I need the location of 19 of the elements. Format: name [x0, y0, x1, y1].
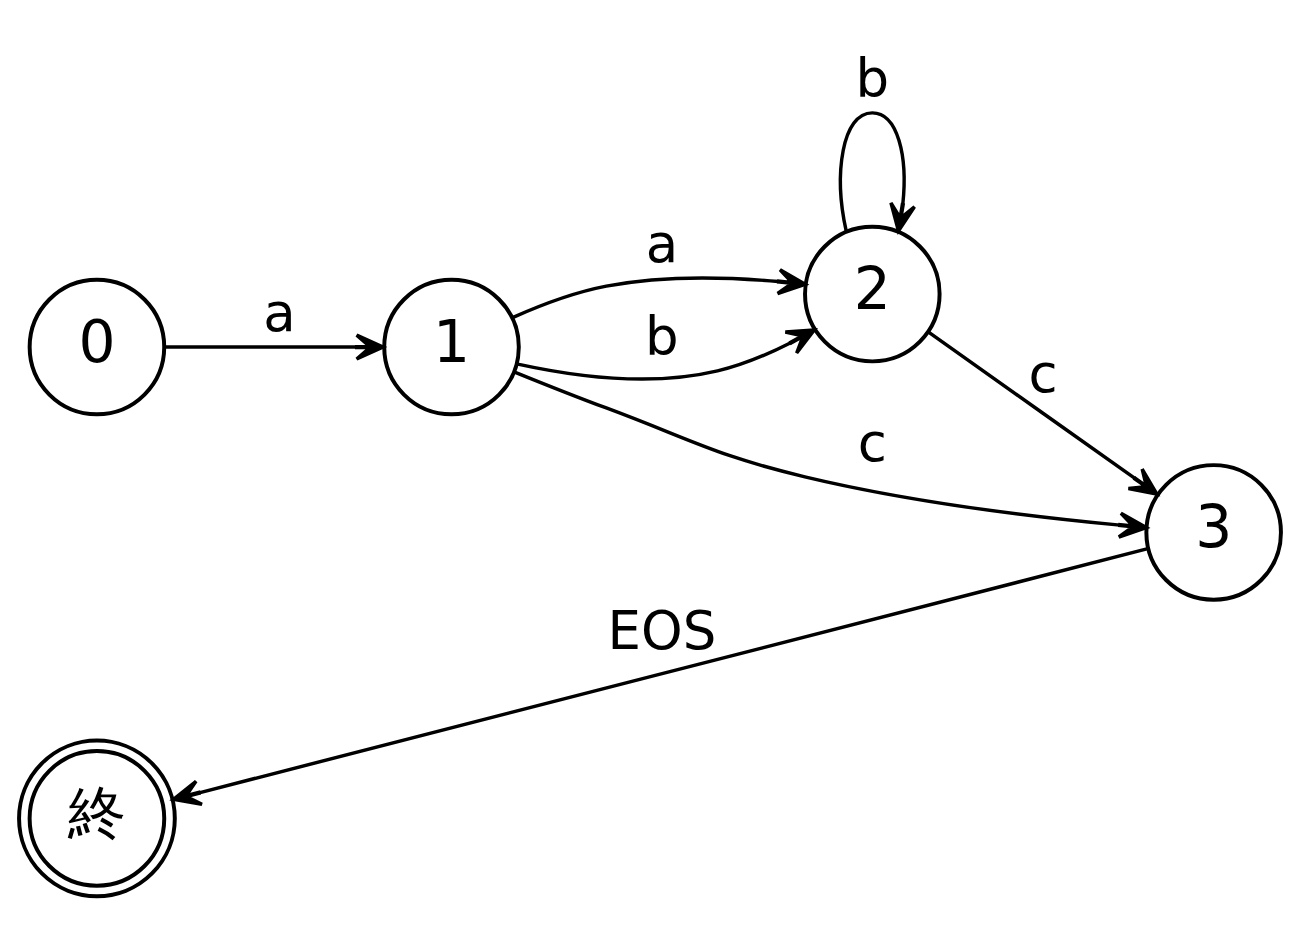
arrow [838, 110, 917, 233]
node-circle: 1 [382, 277, 521, 416]
arrow [513, 369, 1148, 539]
arrow [171, 546, 1149, 806]
node-circle: 0 [27, 277, 167, 416]
edge-label: c [1028, 342, 1058, 404]
arrow [927, 329, 1159, 496]
arrow [164, 332, 385, 361]
node-circle: 終 [17, 738, 177, 898]
edge-label: b [855, 47, 890, 109]
node-circle: 3 [1144, 462, 1283, 602]
edge-label: a [645, 212, 679, 274]
edge-label: c [857, 411, 887, 473]
arrow [511, 267, 807, 319]
arrow [517, 327, 816, 381]
node-circle: 2 [803, 224, 942, 363]
edge-label: b [645, 305, 679, 367]
edge-label: EOS [607, 599, 717, 661]
edge-label: a [263, 281, 296, 343]
